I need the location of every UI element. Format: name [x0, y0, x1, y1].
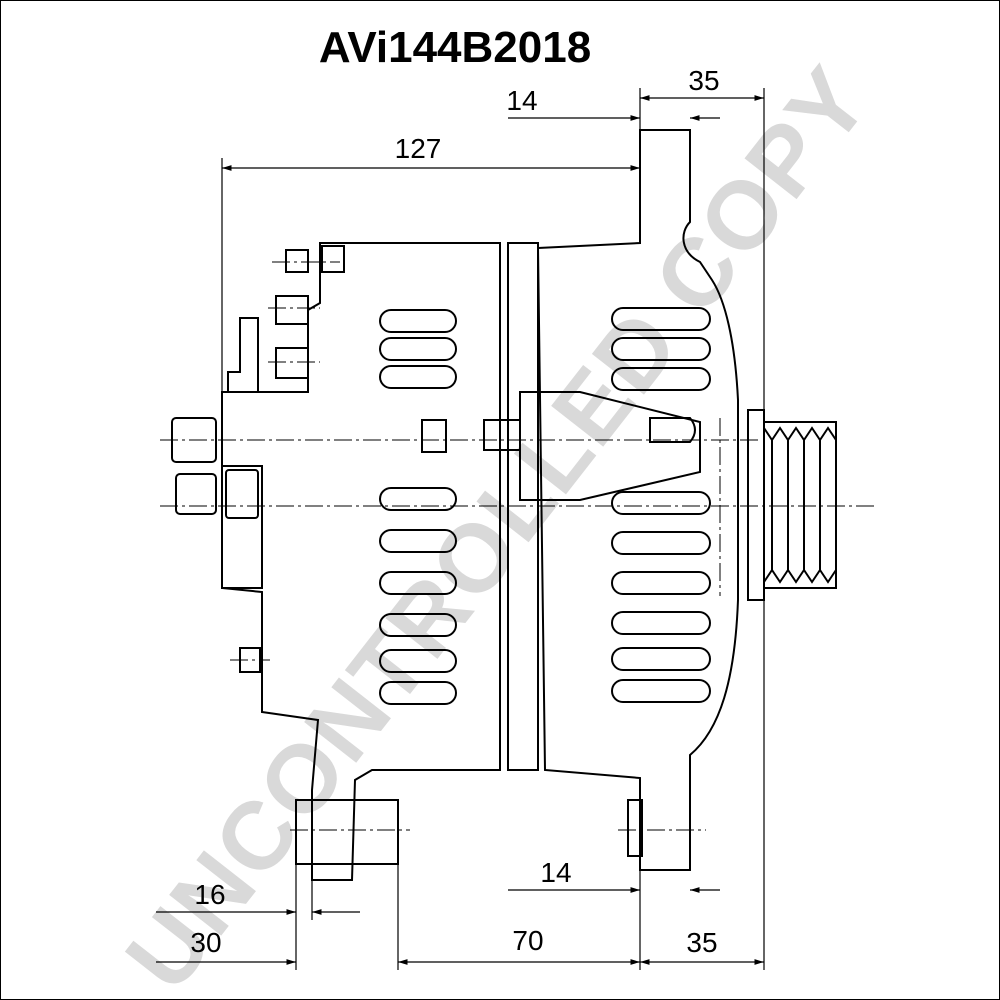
center-lines	[160, 261, 876, 831]
dim-bottom-14: 14	[540, 857, 571, 888]
cooling-slots-rear	[379, 309, 457, 705]
dim-top-35: 35	[688, 65, 719, 96]
model-title: AVi144B2018	[319, 23, 591, 72]
dimension-lines	[156, 88, 765, 970]
dim-overall-127: 127	[395, 133, 442, 164]
dim-top-14: 14	[506, 85, 537, 116]
cooling-slots-front	[611, 307, 711, 703]
dim-bottom-70: 70	[512, 925, 543, 956]
dim-bottom-30: 30	[190, 927, 221, 958]
dim-bottom-35: 35	[686, 927, 717, 958]
dim-bottom-16: 16	[194, 879, 225, 910]
